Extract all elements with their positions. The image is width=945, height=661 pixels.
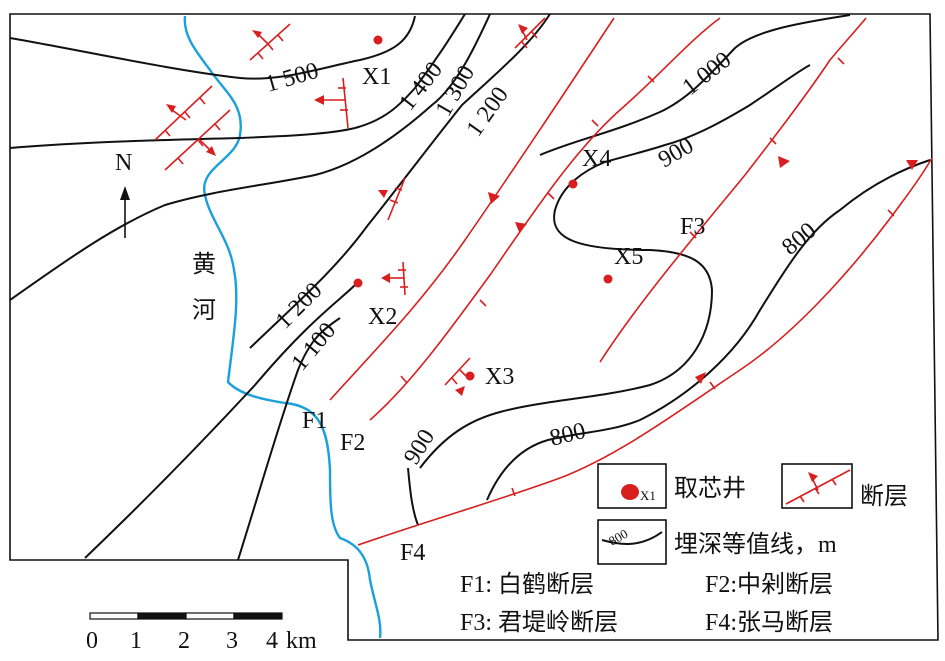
legend-fault-name-f1: F1: 白鹤断层: [460, 571, 594, 598]
legend: X1 取芯井 断层 800 埋深等值线，m F1: 白鹤断层 F2:中剁断层 F…: [460, 463, 908, 636]
well-x2: [353, 278, 363, 288]
well-label-x3: X3: [485, 364, 514, 390]
fault-f2: [369, 17, 721, 421]
contour-1200-a: [249, 13, 551, 349]
fault-arrow: [906, 160, 918, 170]
contour-label-800-a: 800: [547, 418, 588, 452]
fault-label-f3: F3: [680, 214, 705, 240]
legend-fault-arrow-icon: [808, 472, 818, 482]
fault-label-f1: F1: [302, 408, 327, 434]
well-x5: [603, 274, 613, 284]
fault-f4: [357, 157, 933, 546]
scale-tick-0: 0: [86, 628, 98, 654]
legend-fault-name-f4: F4:张马断层: [705, 609, 833, 636]
scale-tick-1: 1: [130, 628, 142, 654]
contour-label-800-b: 800: [777, 218, 821, 261]
well-label-x2: X2: [368, 304, 397, 330]
contour-1300: [9, 13, 491, 301]
north-arrow-icon: [120, 186, 130, 200]
legend-well-text: 取芯井: [674, 475, 746, 502]
fault-lines: [329, 17, 933, 546]
fault-arrow: [778, 156, 790, 168]
contour-900-a: [419, 64, 811, 469]
scale-unit: km: [286, 628, 317, 654]
contour-900-b: [407, 467, 419, 526]
contour-label-1500: 1 500: [262, 58, 321, 98]
well-label-x5: X5: [614, 244, 643, 270]
contour-1400: [9, 13, 466, 149]
yellow-river: [183, 15, 382, 639]
legend-well-icon: [621, 484, 639, 500]
river-label-2: 河: [192, 297, 216, 324]
well-x4: [568, 179, 578, 189]
well-label-x1: X1: [362, 64, 391, 90]
contour-lines: [9, 13, 931, 561]
map-border: [9, 13, 939, 641]
contour-1500: [9, 15, 416, 80]
fault-f3: [599, 17, 867, 363]
river-label-1: 黄: [192, 251, 216, 278]
legend-fault-text: 断层: [860, 483, 908, 510]
contour-800-a: [486, 159, 931, 501]
fault-arrow: [515, 222, 527, 232]
north-arrow: N: [115, 150, 132, 238]
contour-label-900-b: 900: [399, 425, 440, 469]
scale-tick-2: 2: [178, 628, 190, 654]
fault-arrow: [488, 192, 500, 204]
scale-bar: 0 1 2 3 4 km: [86, 612, 317, 654]
legend-well-sample-label: X1: [640, 488, 656, 503]
well-x1: [373, 35, 383, 45]
legend-contour-text: 埋深等值线，m: [674, 531, 837, 558]
scale-tick-4: 4: [266, 628, 278, 654]
north-label: N: [115, 150, 132, 176]
legend-fault-name-f2: F2:中剁断层: [705, 571, 833, 598]
contour-1200-b: [237, 317, 341, 561]
well-x3: [465, 371, 475, 381]
well-label-x4: X4: [582, 146, 611, 172]
fault-f1: [329, 17, 615, 401]
contour-label-900-a: 900: [654, 133, 698, 174]
contour-1100: [84, 284, 356, 559]
fault-label-f2: F2: [340, 430, 365, 456]
fault-label-f4: F4: [400, 540, 425, 566]
core-wells: [353, 35, 613, 381]
scale-tick-3: 3: [226, 628, 238, 654]
fault-arrow: [695, 372, 706, 384]
legend-fault-name-f3: F3: 君堤岭断层: [460, 609, 618, 636]
minor-fault-symbols: [154, 17, 546, 396]
